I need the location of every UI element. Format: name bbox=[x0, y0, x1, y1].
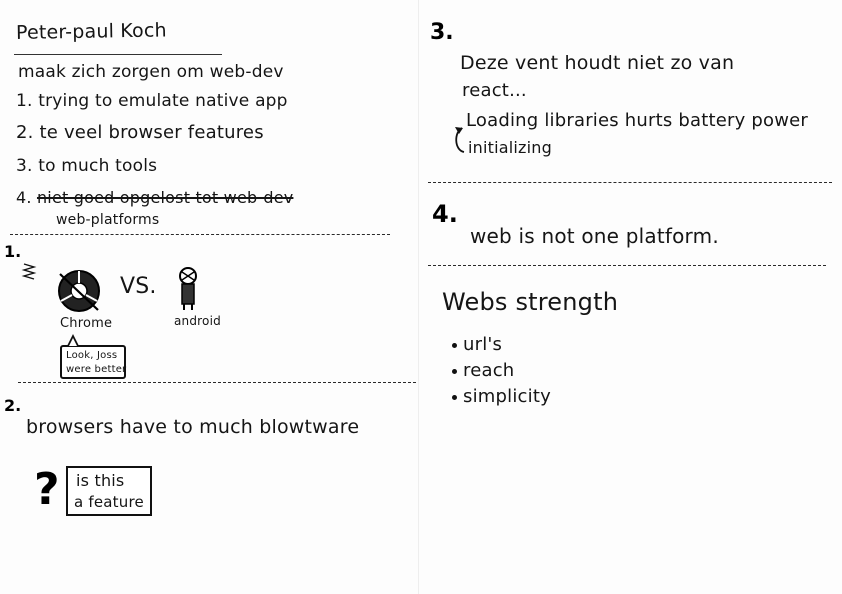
list-item-4: 4. niet goed opgelost tot web-dev bbox=[16, 188, 293, 207]
section-4-number: 4. bbox=[432, 200, 458, 228]
chrome-label: Chrome bbox=[60, 316, 113, 331]
subtitle-text: maak zich zorgen om web-dev bbox=[18, 62, 284, 82]
speaker-name: Peter-paul Koch bbox=[15, 19, 167, 44]
bullet-dot bbox=[452, 368, 457, 374]
feature-box: is this a feature bbox=[66, 466, 152, 516]
divider-left-2 bbox=[18, 382, 416, 383]
strength-bullet-1-text: url's bbox=[463, 334, 503, 355]
divider-right-1 bbox=[428, 182, 832, 183]
chrome-icon bbox=[58, 270, 100, 312]
android-icon bbox=[179, 267, 197, 310]
strength-bullet-3-text: simplicity bbox=[463, 386, 551, 407]
strength-bullet-3: simplicity bbox=[452, 386, 551, 407]
section-3-arrow-text-2: initializing bbox=[468, 138, 552, 157]
feature-box-line-2: a feature bbox=[74, 493, 144, 511]
scribble-icon bbox=[21, 263, 37, 280]
strength-bullet-2: reach bbox=[452, 360, 514, 381]
section-4-text: web is not one platform. bbox=[470, 224, 719, 248]
strength-bullet-2-text: reach bbox=[463, 360, 515, 381]
strength-bullet-1: url's bbox=[452, 334, 502, 355]
list-item-2: 2. te veel browser features bbox=[16, 122, 264, 143]
speech-bubble-line-1: Look, Joss bbox=[66, 350, 118, 361]
section-3-line-2: react... bbox=[462, 80, 527, 101]
android-label: android bbox=[174, 314, 221, 328]
versus-text: VS. bbox=[120, 274, 157, 299]
page-fold bbox=[418, 0, 419, 594]
strength-title: Webs strength bbox=[442, 288, 619, 316]
bullet-dot bbox=[452, 342, 457, 348]
divider-left-1 bbox=[10, 234, 390, 235]
list-item-4-below: web-platforms bbox=[56, 212, 160, 228]
name-underline bbox=[14, 54, 222, 55]
speech-bubble: Look, Joss were better bbox=[60, 345, 126, 379]
bullet-dot bbox=[452, 394, 457, 400]
section-3-number: 3. bbox=[430, 20, 454, 45]
section-3-line-1: Deze vent houdt niet zo van bbox=[460, 52, 735, 74]
list-item-1: 1. trying to emulate native app bbox=[16, 91, 288, 111]
section-3-arrow-text: Loading libraries hurts battery power bbox=[466, 110, 808, 131]
list-item-4-number: 4. bbox=[16, 188, 32, 207]
speech-bubble-line-2: were better bbox=[66, 364, 127, 375]
divider-right-2 bbox=[428, 265, 826, 266]
list-item-4-struck: niet goed opgelost tot web-dev bbox=[36, 188, 294, 207]
question-mark: ? bbox=[34, 464, 60, 515]
section-1-number: 1. bbox=[4, 242, 22, 261]
curved-arrow-icon bbox=[455, 127, 465, 153]
feature-box-line-1: is this bbox=[76, 471, 125, 490]
section-2-text: browsers have to much blowtware bbox=[26, 416, 360, 438]
section-2-number: 2. bbox=[4, 396, 22, 415]
speech-bubble-tail bbox=[67, 333, 79, 347]
list-item-3: 3. to much tools bbox=[16, 156, 158, 176]
